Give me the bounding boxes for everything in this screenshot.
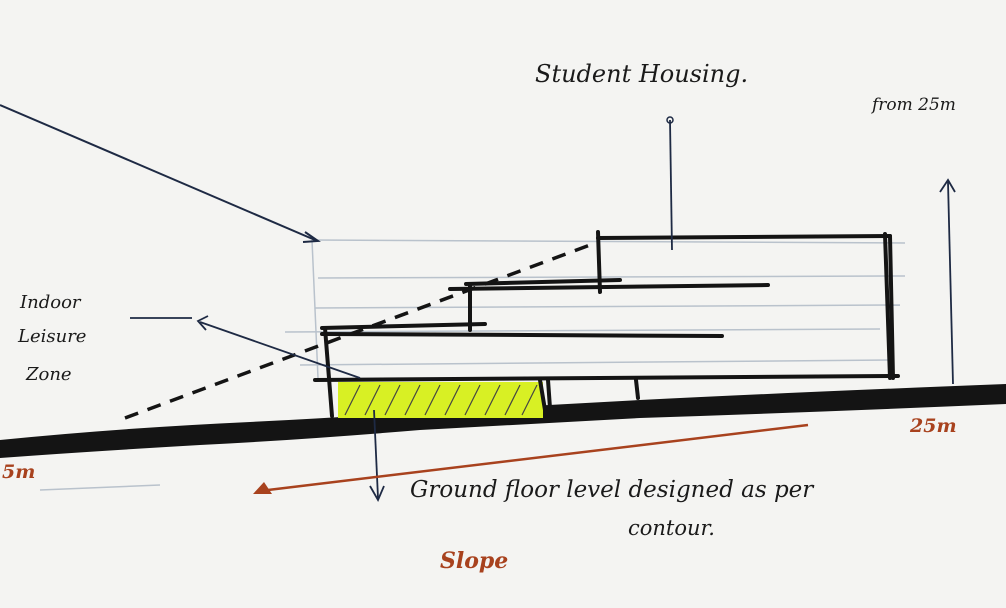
ground-terrain — [0, 384, 1006, 458]
housing-pointer-dot — [666, 116, 674, 124]
contour-dashed-line — [124, 240, 599, 420]
guide-lines — [39, 239, 906, 491]
ground-floor-label-line2: contour. — [628, 516, 715, 540]
height-arrowhead — [939, 178, 956, 193]
right-level-label: 25m — [909, 415, 957, 437]
indoor-arrow — [199, 321, 361, 379]
ground-floor-arrowhead — [369, 485, 385, 503]
student-housing-label: Student Housing. — [535, 60, 748, 88]
hatch-lines — [344, 384, 538, 416]
ground-floor-arrow — [373, 409, 379, 499]
indoor-label-line1: Indoor — [19, 292, 82, 313]
indoor-label-line3: Zone — [25, 364, 72, 385]
slope-red-line — [267, 423, 809, 492]
indoor-label-line2: Leisure — [17, 326, 86, 347]
slope-red-triangle — [253, 482, 272, 494]
height-arrow — [947, 181, 954, 385]
slope-line — [0, 104, 316, 241]
from-height-label: from 25m — [870, 95, 956, 115]
indoor-arrowhead — [196, 315, 209, 331]
left-level-label: 5m — [2, 461, 35, 483]
slope-label: Slope — [440, 548, 508, 574]
ground-floor-label-line1: Ground floor level designed as per — [410, 477, 815, 503]
housing-pointer — [669, 119, 673, 251]
slope-arrowhead — [302, 231, 321, 243]
